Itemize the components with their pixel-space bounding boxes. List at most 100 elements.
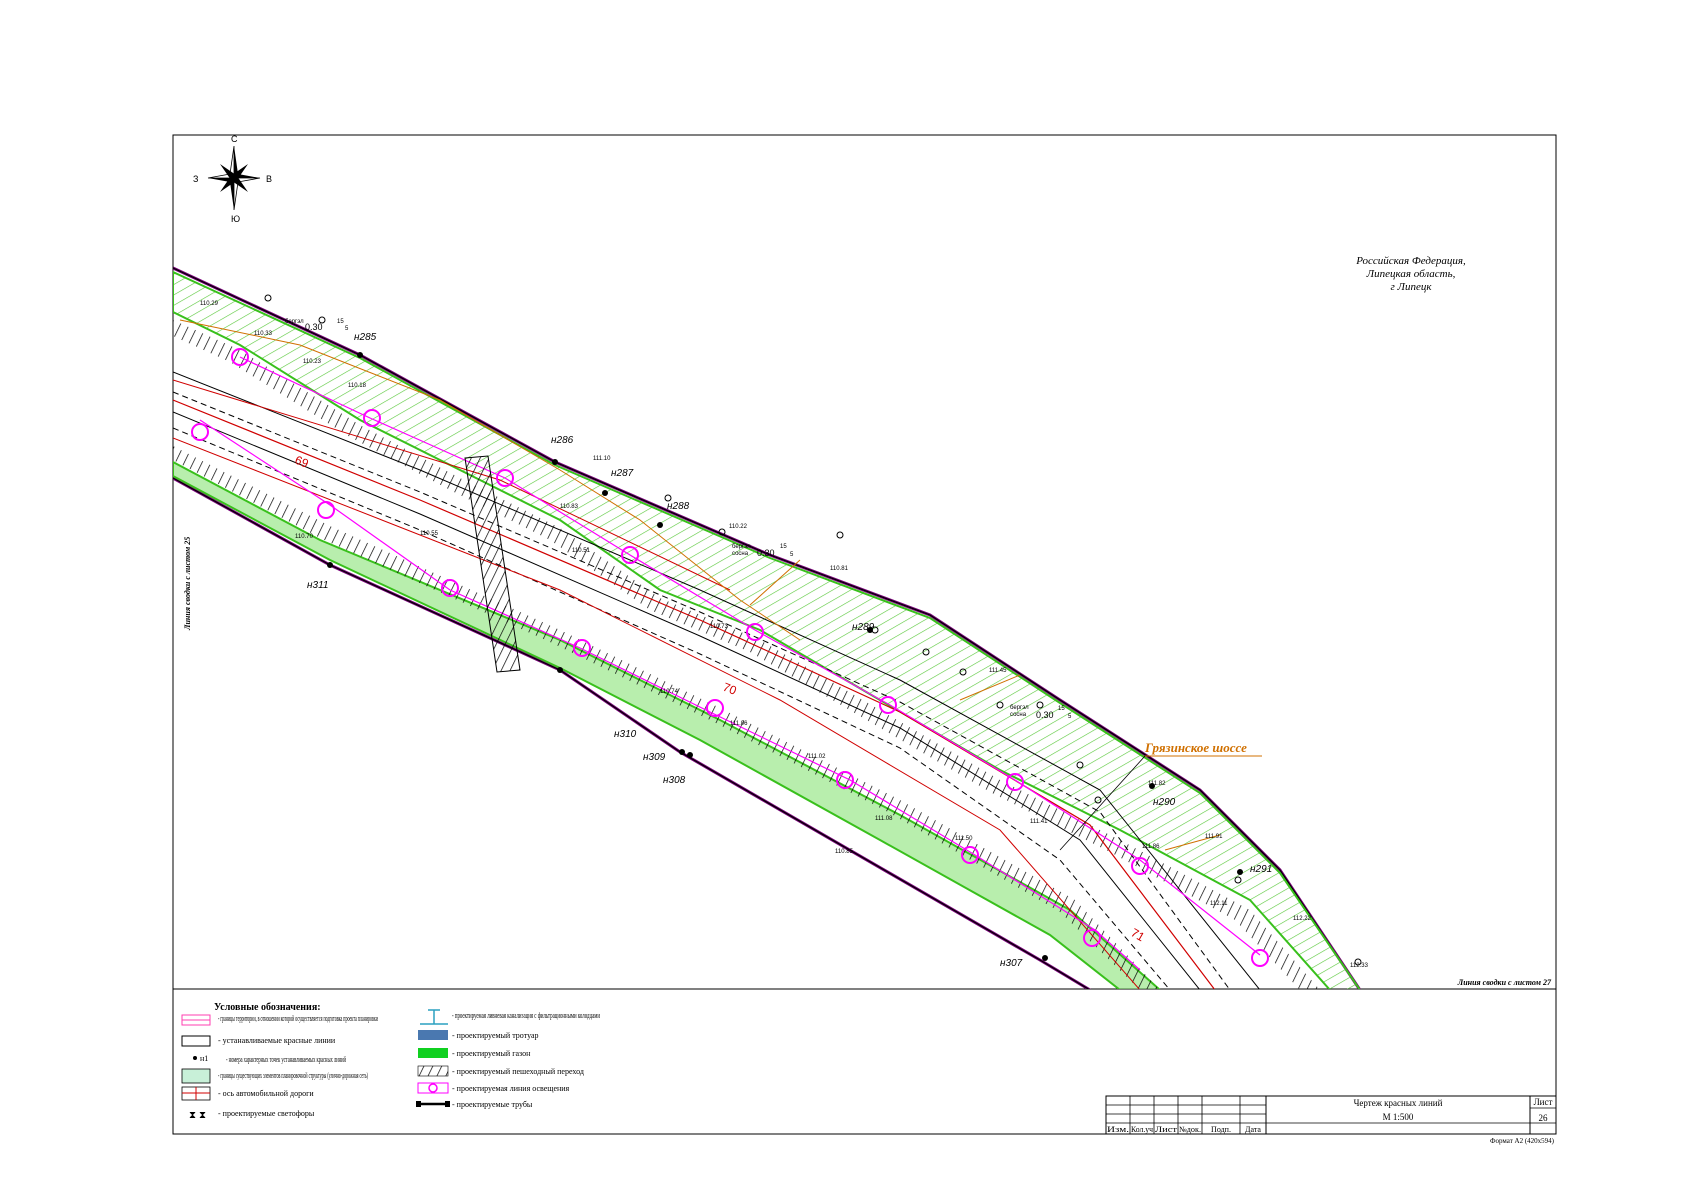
stamp-col-doc: №док. [1179,1125,1201,1134]
legend-n1: н1 [200,1054,208,1063]
point-n307: н307 [1000,958,1023,969]
elev-3: 110.23 [303,359,322,365]
point-n286: н286 [551,435,574,446]
stamp-sheet-label: Лист [1534,1097,1553,1107]
curb-hatch-1 [173,320,1320,989]
point-n288: н288 [667,501,690,512]
stamp-col-izm: Изм. [1107,1125,1129,1134]
right-bottom-label: Линия сводки с листом 27 [1457,978,1552,987]
map-area [173,266,1362,989]
elev-10: 111.91 [1205,834,1223,840]
elev-23: 110.55 [420,531,439,537]
elev-13: 110.83 [560,504,579,510]
legend-left-0: - границы территории, в отношении которо… [218,1014,378,1023]
legend-left-5: - проектируемые светофоры [218,1109,315,1118]
svg-text:⧗: ⧗ [199,1110,206,1121]
pk-70: 70 [721,680,739,698]
elev-8: 111.45 [989,668,1007,674]
lighting-supports [191,348,1269,967]
elev-22: 112.11 [1210,901,1228,907]
svg-text:0.30: 0.30 [305,322,323,332]
legend: Условные обозначения: н1 ⧗ ⧗ - границы т… [181,1002,600,1121]
elev-18: 111.08 [875,816,893,822]
point-n310: н310 [614,729,637,740]
point-n309: н309 [643,752,666,763]
elev-15: 110.73 [710,624,729,630]
point-n285: н285 [354,332,377,343]
red-line-points [327,352,1243,961]
legend-left-2: - номера характерных точек устанавливаем… [226,1055,346,1064]
stamp-col-data: Дата [1245,1125,1261,1134]
elev-26: 110.85 [835,849,854,855]
svg-text:бергэл: бергэл [732,544,751,550]
lighting-line [199,419,1141,971]
left-margin-label: Линия сводки с листом 25 [183,537,192,631]
stamp-col-list: Лист [1155,1125,1178,1134]
elev-4: 110.18 [348,383,367,389]
sheet-frame [172,134,1557,1135]
legend-right-0: - проектируемая ливневая канализация с ф… [452,1011,600,1020]
elev-6: 110.22 [729,524,748,530]
point-n291: н291 [1250,864,1272,875]
slope-note-2: бергэл сосна 0.30 15 5 [732,544,794,558]
point-n290: н290 [1153,797,1176,808]
legend-right-5: - проектируемые трубы [452,1100,533,1109]
legend-left-1: - устанавливаемые красные линии [218,1036,336,1045]
elev-5: 111.10 [593,456,611,462]
compass-n: С [231,134,238,144]
svg-text:5: 5 [790,552,794,558]
elev-20: 111.41 [1030,819,1048,825]
region-line-2: Липецкая область, [1366,268,1456,280]
svg-text:бергэл: бергэл [1010,705,1029,711]
svg-text:15: 15 [1058,706,1065,712]
legend-right-1: - проектируемый тротуар [452,1031,539,1040]
slope-note-1: бергэл 0.30 15 5 [285,319,349,332]
svg-text:0.30: 0.30 [757,548,775,558]
elev-21: 111.86 [1142,844,1160,850]
format-label: Формат А2 (420х594) [1490,1137,1555,1145]
elev-11: 112.22 [1293,916,1312,922]
north-arrow: С Ю З В [193,134,272,224]
svg-text:сосна: сосна [1010,712,1027,718]
elev-17: 111.02 [808,754,826,760]
svg-text:⧗: ⧗ [189,1110,196,1121]
point-n289: н289 [852,622,875,633]
elev-14: 110.51 [572,548,591,554]
stamp-sheet-no: 26 [1539,1113,1549,1123]
compass-e: В [266,174,272,184]
legend-left-3: - границы существующих элементов планиро… [218,1071,368,1080]
svg-text:сосна: сосна [732,551,749,557]
svg-text:бергэл: бергэл [285,319,304,325]
svg-text:15: 15 [337,319,344,325]
elev-1: 110.29 [200,301,219,307]
point-n311: н311 [307,580,328,591]
compass-w: З [193,174,198,184]
elev-9: 111.82 [1148,781,1166,787]
slope-note-3: бергэл сосна 0.30 15 5 [1010,705,1072,720]
stamp-col-podp: Подп. [1211,1125,1231,1134]
region-line-1: Российская Федерация, [1355,255,1466,267]
legend-right-3: - проектируемый пешеходный переход [452,1067,584,1076]
elev-24: 110.70 [295,534,314,540]
elev-7: 110.81 [830,566,849,572]
stamp-scale: М 1:500 [1383,1112,1414,1122]
svg-text:5: 5 [345,326,349,332]
lawn-north [173,270,1361,989]
point-n287: н287 [611,468,634,479]
elev-19: 111.50 [955,836,973,842]
svg-text:0.30: 0.30 [1036,710,1054,720]
svg-text:15: 15 [780,544,787,550]
stamp-col-kolvo: Кол.уч [1131,1125,1153,1134]
road-axis [173,399,1215,989]
pedestrian-crossing [464,455,521,673]
stamp-title: Чертеж красных линий [1354,1098,1443,1108]
elev-16: 111.06 [730,721,748,727]
pk-69: 69 [293,453,311,471]
point-n308: н308 [663,775,686,786]
road-name: Грязинское шоссе [1144,740,1247,755]
title-block: Изм. Кол.уч Лист №док. Подп. Дата Чертеж… [1105,1095,1557,1135]
svg-text:5: 5 [1068,714,1072,720]
elev-12: 112.33 [1350,963,1369,969]
elev-2: 110.33 [254,331,273,337]
